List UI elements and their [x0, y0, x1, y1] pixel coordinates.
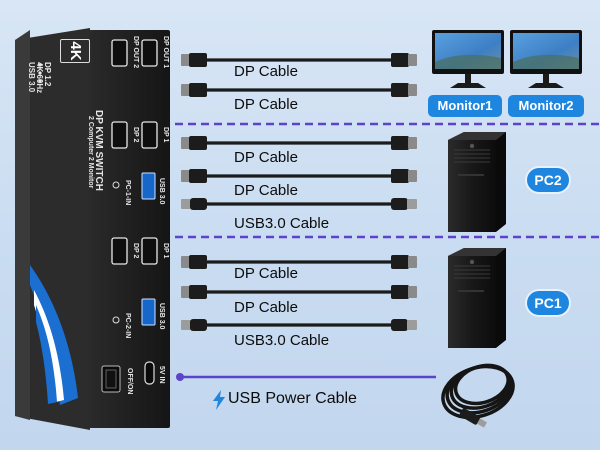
- pc2-label: PC2: [527, 168, 569, 192]
- device-subtitle: 2 Computer 2 Monitor: [87, 116, 94, 188]
- port-label-dp-out-2: DP OUT 2: [132, 36, 139, 68]
- cable-label-pc2-usb: USB3.0 Cable: [234, 215, 329, 232]
- lightning-icon: [212, 390, 226, 410]
- monitor2-image: [510, 30, 582, 88]
- cable-power: [176, 373, 436, 381]
- power-switch-label: OFF/ON: [126, 368, 133, 394]
- spec-line-3: USB 3.0: [27, 62, 36, 92]
- port-label-pc2-dp-2: DP 2: [132, 127, 139, 142]
- power-in-label: 5V IN: [158, 366, 165, 384]
- cable-monitor-dp-1: [181, 53, 417, 67]
- cable-label-pc1-dp-2: DP Cable: [234, 299, 298, 316]
- cable-pc1-usb: [181, 319, 417, 331]
- pc2-tower-image: [448, 132, 506, 232]
- cable-label-power: USB Power Cable: [228, 390, 357, 408]
- cable-pc1-dp-2: [181, 285, 417, 299]
- port-label-pc2-usb: USB 3.0: [158, 178, 165, 204]
- pc1-label: PC1: [527, 291, 569, 315]
- cable-label-monitor-dp-1: DP Cable: [234, 63, 298, 80]
- port-label-pc1-in: PC-2-IN: [124, 313, 131, 338]
- cable-pc2-dp-2: [181, 169, 417, 183]
- spec-line-1: DP 1.2: [43, 62, 52, 86]
- cable-label-pc1-dp-1: DP Cable: [234, 265, 298, 282]
- port-label-pc2-dp-1: DP 1: [162, 127, 169, 142]
- port-label-pc1-dp-2: DP 2: [132, 243, 139, 258]
- cable-label-pc2-dp-2: DP Cable: [234, 182, 298, 199]
- spec-line-2: 4K 60Hz: [35, 62, 44, 93]
- device-title: DP KVM SWITCH: [93, 110, 104, 191]
- port-label-pc1-dp-1: DP 1: [162, 243, 169, 258]
- monitor2-label: Monitor2: [508, 95, 584, 117]
- cable-pc2-usb: [181, 198, 417, 210]
- monitor1-image: [432, 30, 504, 88]
- monitor1-label: Monitor1: [428, 95, 502, 117]
- cable-pc2-dp-1: [181, 136, 417, 150]
- cable-label-monitor-dp-2: DP Cable: [234, 96, 298, 113]
- port-label-dp-out-1: DP OUT 1: [162, 36, 169, 68]
- port-label-pc2-in: PC-1-IN: [124, 180, 131, 205]
- cable-monitor-dp-2: [181, 83, 417, 97]
- pc1-tower-image: [448, 248, 506, 348]
- cable-label-pc1-usb: USB3.0 Cable: [234, 332, 329, 349]
- badge-4k: 4K: [60, 39, 90, 63]
- cable-pc1-dp-1: [181, 255, 417, 269]
- cable-label-pc2-dp-1: DP Cable: [234, 149, 298, 166]
- coiled-power-cable: [436, 358, 519, 428]
- port-label-pc1-usb: USB 3.0: [158, 303, 165, 329]
